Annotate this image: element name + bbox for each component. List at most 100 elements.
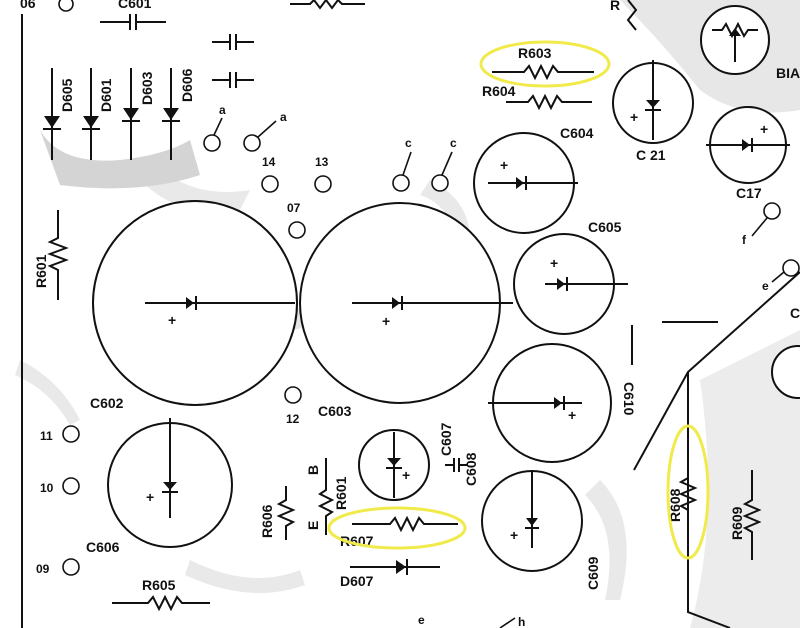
edge-text-c: C — [790, 305, 800, 321]
resistor-r605 — [112, 594, 210, 612]
pad-e-bottom-label: e — [418, 613, 425, 627]
diode-d607 — [350, 559, 440, 575]
pad-a-2-label: a — [280, 110, 287, 124]
diode-label-d603: D603 — [139, 71, 155, 105]
pad-09-label: 09 — [36, 562, 50, 576]
pad-06 — [58, 0, 74, 12]
resistor-label-r609: R609 — [729, 506, 745, 540]
capacitor-c605 — [513, 233, 628, 335]
pad-c-1-label: c — [405, 136, 412, 150]
transistor-pin-b: B — [305, 465, 321, 475]
small-capacitor-top-1 — [212, 34, 254, 50]
c604-polarity: + — [500, 157, 508, 173]
pad-a-1-label: a — [219, 103, 226, 117]
capacitor-label-c602: C602 — [90, 395, 124, 411]
resistor-label-r606: R606 — [259, 504, 275, 538]
resistor-r607 — [352, 515, 458, 533]
small-capacitor-top-2 — [212, 72, 254, 88]
highlight-r608 — [666, 424, 710, 560]
resistor-label-r601-left: R601 — [33, 254, 49, 288]
pad-11-label: 11 — [40, 429, 53, 443]
c601-capacitor — [100, 14, 166, 30]
resistor-label-r604: R604 — [482, 83, 516, 99]
pad-a-2 — [243, 134, 261, 152]
resistor-r608 — [678, 452, 698, 556]
diode-d605 — [43, 68, 61, 160]
pad-12 — [284, 386, 302, 404]
capacitor-label-c604: C604 — [560, 125, 594, 141]
pad-13 — [314, 175, 332, 193]
resistor-r606 — [276, 486, 296, 540]
diode-label-d607: D607 — [340, 573, 374, 589]
highlight-r603 — [479, 40, 611, 88]
resistor-r601-small — [317, 458, 335, 535]
capacitor-label-c603: C603 — [318, 403, 352, 419]
capacitor-c606 — [107, 418, 233, 548]
pad-09 — [62, 558, 80, 576]
capacitor-c603 — [299, 202, 513, 404]
resistor-label-r608: R608 — [667, 488, 683, 522]
pad-e-top — [782, 259, 800, 277]
pad-h-label: h — [518, 615, 525, 628]
capacitor-c604 — [473, 132, 578, 234]
resistor-r603 — [492, 63, 594, 81]
c605-polarity: + — [550, 255, 558, 271]
diode-label-d606: D606 — [179, 68, 195, 102]
top-right-resistor — [626, 0, 638, 31]
pad-11 — [62, 425, 80, 443]
resistor-r601-left — [47, 210, 69, 300]
diode-label-d605: D605 — [59, 78, 75, 112]
capacitor-c21 — [612, 60, 694, 144]
pad-07-label: 07 — [287, 201, 301, 215]
capacitor-label-c609: C609 — [585, 556, 601, 590]
capacitor-c610 — [488, 343, 612, 463]
pad-13-label: 13 — [315, 155, 329, 169]
top-resistor-label: R — [610, 0, 620, 13]
pad-14-label: 14 — [262, 155, 276, 169]
pad-a-1 — [203, 134, 221, 152]
diode-d603 — [122, 68, 140, 160]
pad-f — [763, 202, 781, 220]
capacitor-label-c17: C17 — [736, 185, 762, 201]
top-resistor — [290, 0, 365, 10]
highlight-r607 — [327, 506, 467, 550]
resistor-r609 — [742, 470, 762, 560]
pad-c-1 — [392, 174, 410, 192]
c601-label: C601 — [118, 0, 152, 11]
small-cap-polarity: + — [402, 467, 410, 483]
pad-f-label: f — [742, 233, 747, 247]
capacitor-label-c21: C 21 — [636, 147, 666, 163]
capacitor-c17 — [706, 106, 790, 184]
c602-polarity: + — [168, 312, 176, 328]
right-edge-capacitor — [771, 345, 800, 399]
c610-polarity: + — [568, 407, 576, 423]
c21-polarity: + — [630, 109, 638, 125]
pad-14 — [261, 175, 279, 193]
resistor-label-r605: R605 — [142, 577, 176, 593]
capacitor-label-c607: C607 — [438, 422, 454, 456]
capacitor-label-c606: C606 — [86, 539, 120, 555]
trimmer-potentiometer — [700, 5, 770, 75]
edge-text-bia: BIA — [776, 65, 800, 81]
pad-c-2 — [431, 174, 449, 192]
capacitor-label-c608: C608 — [463, 452, 479, 486]
c17-polarity: + — [760, 121, 768, 137]
pad-10 — [62, 477, 80, 495]
c609-polarity: + — [510, 527, 518, 543]
diode-d606 — [162, 68, 180, 160]
c603-polarity: + — [382, 313, 390, 329]
c606-polarity: + — [146, 489, 154, 505]
diode-label-d601: D601 — [98, 78, 114, 112]
pad-10-label: 10 — [40, 481, 54, 495]
capacitor-label-c605: C605 — [588, 219, 622, 235]
pad-12-label: 12 — [286, 412, 300, 426]
resistor-label-r603: R603 — [518, 45, 552, 61]
capacitor-c607-c608 — [445, 458, 468, 472]
pad-07 — [288, 221, 306, 239]
pad-label-06: 06 — [20, 0, 36, 11]
capacitor-c609 — [481, 470, 583, 572]
capacitor-label-c610: C610 — [621, 382, 637, 416]
capacitor-small-center — [358, 429, 430, 501]
capacitor-c602 — [92, 200, 298, 406]
